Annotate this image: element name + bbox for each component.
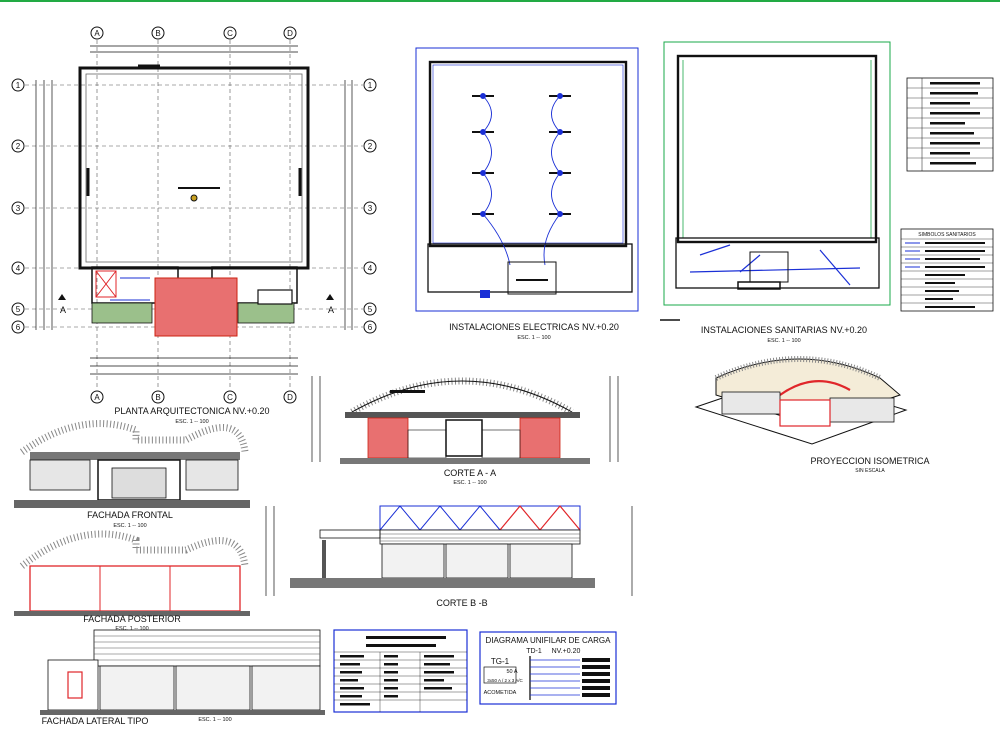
electric-luminaires: [472, 95, 571, 215]
axis-4-right: 4: [368, 264, 373, 273]
axis-c-bottom: C: [227, 393, 233, 402]
fachada-lateral-title: FACHADA LATERAL TIPO: [42, 716, 149, 726]
plan-grid-lines: [25, 40, 363, 390]
fachada-frontal-title: FACHADA FRONTAL: [87, 510, 173, 520]
corte-a-a: CORTE A - A ESC. 1 -- 100: [311, 376, 619, 486]
axis-5: 5: [16, 305, 21, 314]
planta-scale: ESC. 1 -- 100: [175, 419, 208, 425]
corte-aa-title: CORTE A - A: [444, 468, 496, 478]
diagrama-td: TD-1: [526, 648, 542, 655]
grid-axis-numbers-right: 1 2 3 4 5 6: [363, 78, 377, 334]
axis-2: 2: [16, 142, 21, 151]
grid-axis-letters-top: A B C D: [90, 26, 297, 40]
diagrama-td-level: NV.+0.20: [552, 648, 581, 655]
axis-b-bottom: B: [155, 393, 160, 402]
proyeccion-isometrica: PROYECCION ISOMETRICA SIN ESCALA: [694, 356, 930, 474]
isometrica-title: PROYECCION ISOMETRICA: [810, 456, 929, 466]
axis-b: B: [155, 29, 160, 38]
grid-axis-numbers-left: 1 2 3 4 5 6: [11, 78, 25, 334]
axis-6: 6: [16, 323, 21, 332]
planta-title: PLANTA ARQUITECTONICA NV.+0.20: [114, 406, 269, 416]
planta-arquitectonica: A B C D A B C D 1 2 3 4 5: [11, 26, 377, 425]
corte-b-b: CORTE B -B: [265, 505, 633, 608]
sanitarias-scale: ESC. 1 -- 100: [767, 338, 800, 344]
axis-a-bottom: A: [94, 393, 100, 402]
fachada-posterior: FACHADA POSTERIOR ESC. 1 -- 100: [14, 530, 250, 632]
legend-sanitarios-title: SIMBOLOS SANITARIOS: [918, 232, 976, 238]
axis-4: 4: [16, 264, 21, 273]
diagrama-title: DIAGRAMA UNIFILAR DE CARGA: [486, 636, 612, 645]
legend-sanitarios: SIMBOLOS SANITARIOS: [900, 228, 994, 312]
axis-d: D: [287, 29, 293, 38]
section-mark-left: A: [60, 305, 66, 315]
axis-a: A: [94, 29, 100, 38]
axis-6-right: 6: [368, 323, 373, 332]
diagrama-breaker: 50 A: [506, 669, 517, 675]
electricas-title: INSTALACIONES ELECTRICAS NV.+0.20: [449, 322, 619, 332]
plan-inner-wall: [85, 73, 303, 263]
axis-3-right: 3: [368, 204, 373, 213]
corte-aa-scale: ESC. 1 -- 100: [453, 480, 486, 486]
plan-outer-wall: [78, 66, 310, 270]
fachada-lateral-scale: ESC. 1 -- 100: [198, 717, 231, 723]
axis-5-right: 5: [368, 305, 373, 314]
diagrama-tg: TG-1: [491, 657, 510, 666]
axis-2-right: 2: [368, 142, 373, 151]
cuadro-cargas-table: [333, 629, 468, 713]
electricas-scale: ESC. 1 -- 100: [517, 335, 550, 341]
instalaciones-sanitarias: INSTALACIONES SANITARIAS NV.+0.20 ESC. 1…: [660, 41, 891, 344]
fachada-posterior-scale: ESC. 1 -- 100: [115, 626, 148, 632]
sanitary-pipes: [689, 244, 861, 286]
sanitarias-title: INSTALACIONES SANITARIAS NV.+0.20: [701, 325, 867, 335]
diagrama-acometida: ACOMETIDA: [484, 690, 517, 696]
instalaciones-electricas: INSTALACIONES ELECTRICAS NV.+0.20 ESC. 1…: [415, 47, 639, 341]
grid-axis-letters-bottom: A B C D: [90, 390, 297, 404]
fachada-lateral: FACHADA LATERAL TIPO ESC. 1 -- 100: [40, 629, 325, 726]
plan-service-rooms: [91, 266, 298, 337]
diagrama-unifilar: DIAGRAMA UNIFILAR DE CARGA TD-1 NV.+0.20…: [479, 631, 617, 705]
fachada-posterior-title: FACHADA POSTERIOR: [83, 614, 181, 624]
axis-1: 1: [16, 81, 21, 90]
axis-d-bottom: D: [287, 393, 293, 402]
section-marks-a: A A: [58, 294, 334, 315]
corte-bb-title: CORTE B -B: [436, 598, 487, 608]
axis-3: 3: [16, 204, 21, 213]
isometrica-scale: SIN ESCALA: [855, 468, 885, 474]
fachada-frontal: FACHADA FRONTAL ESC. 1 -- 100: [14, 420, 250, 529]
plan-dimension-lines: [35, 45, 353, 375]
legend-electrico: [906, 77, 994, 172]
section-mark-right: A: [328, 305, 334, 315]
axis-c: C: [227, 29, 233, 38]
electric-circuits: [480, 93, 563, 266]
fachada-frontal-scale: ESC. 1 -- 100: [113, 523, 146, 529]
axis-1-right: 1: [368, 81, 373, 90]
diagrama-breaker-desc: 3x50 A / 2 x 3 A/C: [487, 678, 523, 683]
